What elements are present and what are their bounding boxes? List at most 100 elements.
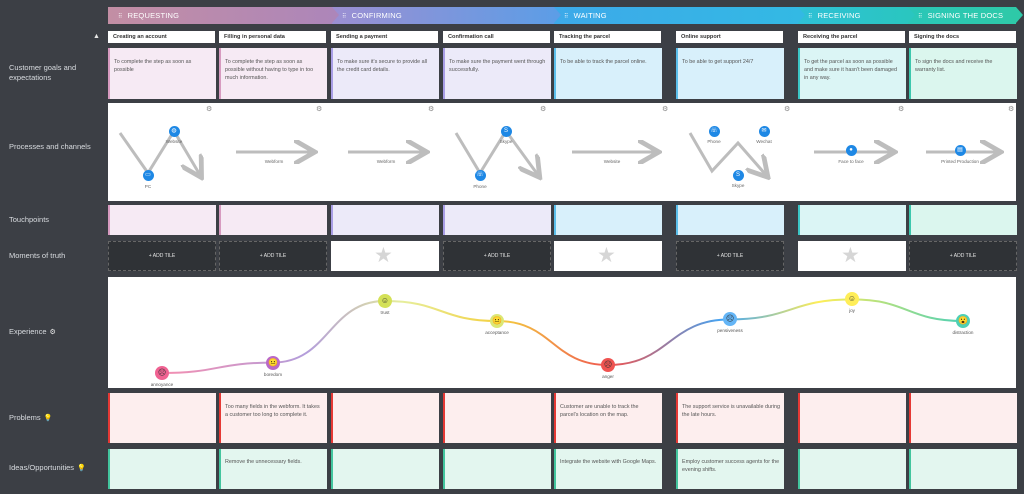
emotion-face-icon[interactable]: ☺ xyxy=(845,292,859,307)
emotion-face-icon[interactable]: 😮 xyxy=(956,314,970,328)
moment-of-truth-tile[interactable]: ★ xyxy=(554,241,662,271)
touchpoint-card[interactable] xyxy=(909,205,1017,235)
add-tile-button[interactable]: + ADD TILE xyxy=(909,241,1017,271)
idea-card[interactable]: Employ customer success agents for the e… xyxy=(676,449,784,489)
touchpoint-card[interactable] xyxy=(443,205,551,235)
emotion-face-icon[interactable]: 😐 xyxy=(490,314,504,328)
step-header[interactable]: Tracking the parcel xyxy=(554,31,661,43)
idea-card[interactable]: Integrate the website with Google Maps. xyxy=(554,449,662,489)
emotion-face-icon[interactable]: ☺ xyxy=(378,294,392,308)
emotion-label: joy xyxy=(849,308,855,314)
step-header[interactable]: Receiving the parcel xyxy=(798,31,905,43)
stage-arrow xyxy=(1016,7,1023,23)
add-tile-button[interactable]: + ADD TILE xyxy=(676,241,784,271)
channel-label: Phone xyxy=(473,184,487,189)
bulb-icon[interactable]: 💡 xyxy=(77,465,86,472)
moment-of-truth-tile[interactable]: ★ xyxy=(331,241,439,271)
bulb-icon[interactable]: 💡 xyxy=(43,415,53,422)
column-settings-icon[interactable]: ⚙ xyxy=(428,106,435,113)
idea-card[interactable]: Remove the unnecessary fields. xyxy=(219,449,327,489)
step-header[interactable]: Creating an account xyxy=(108,31,215,43)
problem-card[interactable] xyxy=(909,393,1017,443)
goal-card[interactable]: To make sure it's secure to provide all … xyxy=(331,48,439,99)
stage-receiving[interactable]: ⠿RECEIVING xyxy=(798,7,908,24)
stage-waiting[interactable]: ⠿WAITING xyxy=(554,7,798,24)
problem-card[interactable]: The support service is unavailable durin… xyxy=(676,393,784,443)
column-settings-icon[interactable]: ⚙ xyxy=(784,106,791,113)
touchpoint-card[interactable] xyxy=(219,205,327,235)
goal-card[interactable]: To be able to get support 24/7 xyxy=(676,48,784,99)
channel-label: Printed Production xyxy=(941,159,979,164)
step-header[interactable]: Sending a payment xyxy=(331,31,438,43)
stage-signing[interactable]: ⠿SIGNING THE DOCS xyxy=(908,7,1016,24)
problem-card[interactable] xyxy=(331,393,439,443)
column-settings-icon[interactable]: ⚙ xyxy=(316,106,323,113)
add-tile-button[interactable]: + ADD TILE xyxy=(443,241,551,271)
collapse-caret-icon[interactable]: ▲ xyxy=(93,33,100,40)
column-settings-icon[interactable]: ⚙ xyxy=(540,106,547,113)
idea-card[interactable] xyxy=(331,449,439,489)
drag-grip-icon[interactable]: ⠿ xyxy=(342,14,347,20)
step-header[interactable]: Confirmation call xyxy=(443,31,550,43)
add-tile-button[interactable]: + ADD TILE xyxy=(219,241,327,271)
star-icon: ★ xyxy=(597,244,616,267)
emotion-label: pensiveness xyxy=(717,328,743,334)
add-tile-button[interactable]: + ADD TILE xyxy=(108,241,216,271)
touchpoint-card[interactable] xyxy=(331,205,439,235)
experience-panel: ☹annoyance😐boredom☺trust😐acceptance☹ange… xyxy=(108,277,1016,388)
row-label-ideas: Ideas/Opportunities💡 xyxy=(9,463,86,472)
globe-icon: ◍ xyxy=(168,126,180,137)
emotion-label: trust xyxy=(380,310,390,315)
skype-icon: S xyxy=(732,170,744,181)
document-icon: ▤ xyxy=(954,145,966,156)
channel-label: Face to face xyxy=(838,159,864,164)
touchpoint-card[interactable] xyxy=(676,205,784,235)
problem-card[interactable] xyxy=(798,393,906,443)
stage-confirming[interactable]: ⠿CONFIRMING xyxy=(332,7,554,24)
touchpoint-card[interactable] xyxy=(554,205,662,235)
channel-label: PC xyxy=(144,184,152,189)
monitor-icon: ▭ xyxy=(142,170,154,181)
emotion-face-icon[interactable]: ☹ xyxy=(601,358,615,372)
column-settings-icon[interactable]: ⚙ xyxy=(206,106,213,113)
drag-grip-icon[interactable]: ⠿ xyxy=(918,14,923,20)
drag-grip-icon[interactable]: ⠿ xyxy=(808,14,813,20)
touchpoint-card[interactable] xyxy=(108,205,216,235)
touchpoint-card[interactable] xyxy=(798,205,906,235)
column-settings-icon[interactable]: ⚙ xyxy=(1008,106,1015,113)
person-icon: ● xyxy=(845,145,857,156)
emotion-face-icon[interactable]: ☹ xyxy=(723,312,737,327)
gear-icon[interactable]: ⚙ xyxy=(49,329,56,336)
step-header[interactable]: Signing the docs xyxy=(909,31,1016,43)
emotion-face-icon[interactable]: 😐 xyxy=(266,355,280,370)
problem-card[interactable]: Customer are unable to track the parcel'… xyxy=(554,393,662,443)
problem-card[interactable]: Too many fields in the webform. It takes… xyxy=(219,393,327,443)
stage-arrow xyxy=(332,7,339,23)
idea-card[interactable] xyxy=(443,449,551,489)
idea-card[interactable] xyxy=(909,449,1017,489)
row-label-processes: Processes and channels xyxy=(9,142,91,151)
stage-requesting[interactable]: ⠿REQUESTING xyxy=(108,7,332,24)
phone-icon: ☏ xyxy=(708,126,720,137)
drag-grip-icon[interactable]: ⠿ xyxy=(118,14,123,20)
column-settings-icon[interactable]: ⚙ xyxy=(662,106,669,113)
goal-card[interactable]: To complete the step as soon as possible xyxy=(108,48,216,99)
goal-card[interactable]: To make sure the payment went through su… xyxy=(443,48,551,99)
moment-of-truth-tile[interactable]: ★ xyxy=(798,241,906,271)
goal-card[interactable]: To sign the docs and receive the warrant… xyxy=(909,48,1017,99)
goal-card[interactable]: To get the parcel as soon as possible an… xyxy=(798,48,906,99)
idea-card[interactable] xyxy=(798,449,906,489)
step-header[interactable]: Online support xyxy=(676,31,783,43)
emotion-label: acceptance xyxy=(485,330,509,335)
channel-label: Skype xyxy=(731,183,745,188)
step-header[interactable]: Filling in personal data xyxy=(219,31,326,43)
drag-grip-icon[interactable]: ⠿ xyxy=(564,14,569,20)
problem-card[interactable] xyxy=(443,393,551,443)
goal-card[interactable]: To be able to track the parcel online. xyxy=(554,48,662,99)
row-label-touchpoints: Touchpoints xyxy=(9,215,50,224)
idea-card[interactable] xyxy=(108,449,216,489)
goal-card[interactable]: To complete the step as soon as possible… xyxy=(219,48,327,99)
column-settings-icon[interactable]: ⚙ xyxy=(898,106,905,113)
emotion-face-icon[interactable]: ☹ xyxy=(155,366,169,380)
problem-card[interactable] xyxy=(108,393,216,443)
